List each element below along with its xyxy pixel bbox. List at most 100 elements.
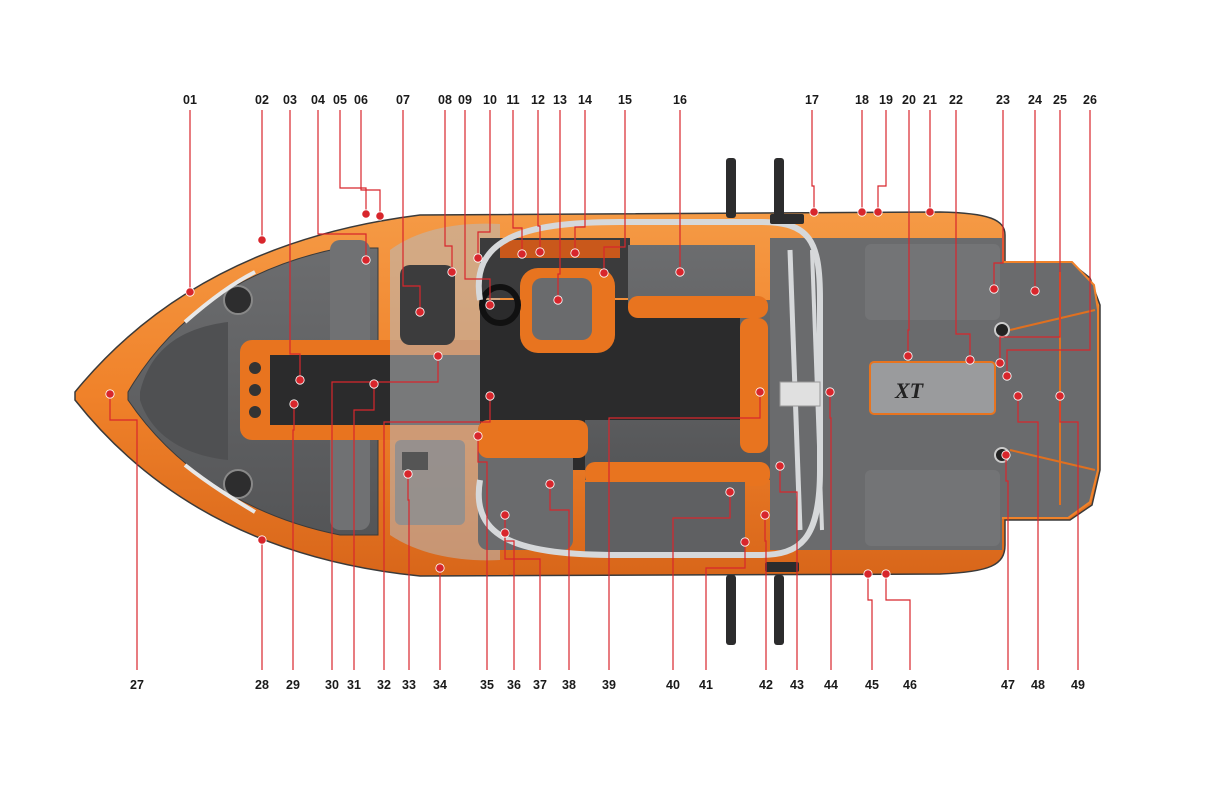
- callout-dot: [1003, 372, 1011, 380]
- callout-label: 05: [333, 93, 347, 107]
- callout-label: 25: [1053, 93, 1067, 107]
- deck-logo: XT: [894, 378, 925, 403]
- callout-label: 36: [507, 678, 521, 692]
- callout-label: 38: [562, 678, 576, 692]
- callout-label: 43: [790, 678, 804, 692]
- callout-dot: [370, 380, 378, 388]
- callout-02: 02: [255, 93, 269, 244]
- callout-label: 14: [578, 93, 592, 107]
- callout-label: 02: [255, 93, 269, 107]
- callout-dot: [501, 511, 509, 519]
- callout-dot: [1031, 287, 1039, 295]
- callout-dot: [726, 488, 734, 496]
- callout-label: 35: [480, 678, 494, 692]
- transom-hatch: [870, 362, 995, 414]
- callout-dot: [874, 208, 882, 216]
- callout-05: 05: [333, 93, 370, 218]
- callout-dot: [518, 250, 526, 258]
- callout-label: 29: [286, 678, 300, 692]
- starboard-lounge-bolster: [478, 420, 588, 458]
- cup-holder: [249, 362, 261, 374]
- callout-label: 07: [396, 93, 410, 107]
- callout-label: 17: [805, 93, 819, 107]
- cup-holder: [249, 384, 261, 396]
- callout-label: 34: [433, 678, 447, 692]
- callout-dot: [474, 254, 482, 262]
- callout-label: 04: [311, 93, 325, 107]
- callout-dot: [258, 236, 266, 244]
- callout-46: 46: [882, 570, 917, 692]
- callout-label: 08: [438, 93, 452, 107]
- callout-dot: [376, 212, 384, 220]
- callout-dot: [864, 570, 872, 578]
- bow-seat-right-back: [330, 430, 370, 530]
- sun-deck-pad-bottom: [865, 470, 1000, 546]
- callout-dot: [258, 536, 266, 544]
- callout-dot: [434, 352, 442, 360]
- rear-seat-bolster-side: [740, 318, 768, 453]
- callout-dot: [761, 511, 769, 519]
- sun-deck-pad-top: [865, 244, 1000, 320]
- callout-dot: [536, 248, 544, 256]
- callout-label: 03: [283, 93, 297, 107]
- callout-40: 40: [666, 488, 734, 692]
- callout-label: 47: [1001, 678, 1015, 692]
- callout-dot: [990, 285, 998, 293]
- callout-dot: [996, 359, 1004, 367]
- callout-dot: [546, 480, 554, 488]
- callout-label: 46: [903, 678, 917, 692]
- speaker-icon: [995, 323, 1009, 337]
- callout-dot: [776, 462, 784, 470]
- callout-dot: [106, 390, 114, 398]
- swim-platform: [1000, 262, 1098, 518]
- leader-line: [886, 574, 910, 670]
- callout-17: 17: [805, 93, 819, 216]
- callout-label: 41: [699, 678, 713, 692]
- callout-label: 27: [130, 678, 144, 692]
- callout-dot: [486, 392, 494, 400]
- callout-label: 49: [1071, 678, 1085, 692]
- callout-dot: [966, 356, 974, 364]
- driver-seat-cushion: [532, 278, 592, 340]
- callout-label: 19: [879, 93, 893, 107]
- callout-label: 31: [347, 678, 361, 692]
- callout-dot: [600, 269, 608, 277]
- callout-dot: [474, 432, 482, 440]
- callout-dot: [858, 208, 866, 216]
- callout-18: 18: [855, 93, 869, 216]
- callout-dot: [296, 376, 304, 384]
- callout-label: 18: [855, 93, 869, 107]
- callout-label: 44: [824, 678, 838, 692]
- rear-seat-bolster-top: [628, 296, 768, 318]
- callout-dot: [1014, 392, 1022, 400]
- leader-line: [878, 110, 886, 212]
- cup-holder: [249, 406, 261, 418]
- callout-dot: [554, 296, 562, 304]
- callout-21: 21: [923, 93, 937, 216]
- callout-dot: [501, 529, 509, 537]
- callout-45: 45: [864, 570, 879, 692]
- callout-label: 48: [1031, 678, 1045, 692]
- callout-dot: [448, 268, 456, 276]
- callout-label: 16: [673, 93, 687, 107]
- callout-dot: [826, 388, 834, 396]
- callout-label: 11: [506, 93, 519, 107]
- callout-label: 13: [553, 93, 567, 107]
- callout-label: 30: [325, 678, 339, 692]
- callout-dot: [1056, 392, 1064, 400]
- callout-dot: [571, 249, 579, 257]
- callout-34: 34: [433, 564, 447, 692]
- callout-label: 20: [902, 93, 916, 107]
- callout-label: 01: [183, 93, 197, 107]
- callout-label: 06: [354, 93, 368, 107]
- callout-label: 15: [618, 93, 632, 107]
- callout-dot: [1002, 451, 1010, 459]
- callout-label: 39: [602, 678, 616, 692]
- callout-dot: [404, 470, 412, 478]
- callout-dot: [676, 268, 684, 276]
- callout-label: 32: [377, 678, 391, 692]
- callout-label: 45: [865, 678, 879, 692]
- callout-label: 09: [458, 93, 472, 107]
- callout-label: 23: [996, 93, 1010, 107]
